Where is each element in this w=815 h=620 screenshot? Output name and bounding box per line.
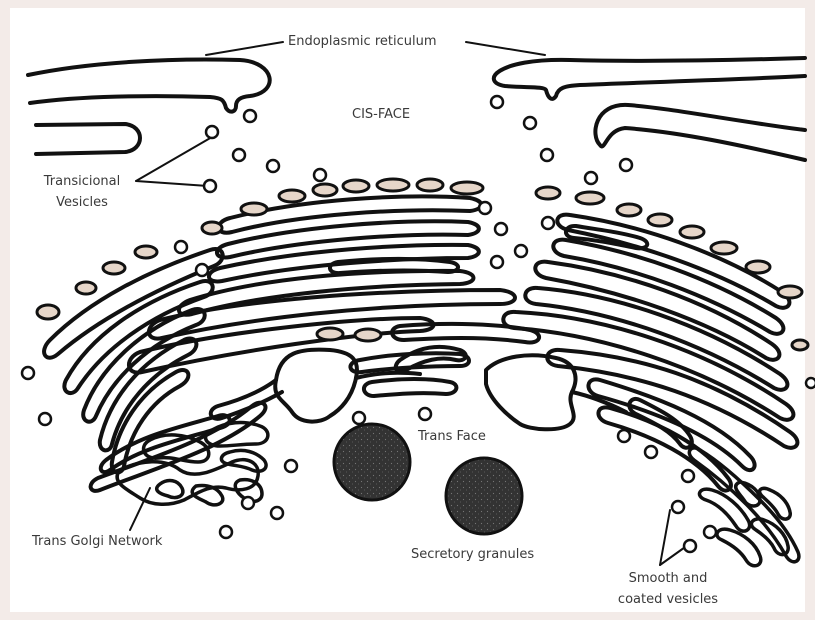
cis-vesicle bbox=[313, 184, 337, 196]
vesicle bbox=[271, 507, 283, 519]
label-trans-golgi-network: Trans Golgi Network bbox=[32, 533, 162, 551]
label-endoplasmic-reticulum: Endoplasmic reticulum bbox=[288, 33, 436, 51]
cis-vesicle bbox=[377, 179, 409, 191]
cis-vesicle bbox=[37, 305, 59, 319]
cis-vesicle bbox=[355, 329, 381, 341]
vesicle bbox=[314, 169, 326, 181]
secretory-granule bbox=[446, 458, 522, 534]
vesicle bbox=[806, 378, 815, 388]
label-smooth-line2: coated vesicles bbox=[600, 591, 736, 609]
cis-vesicle bbox=[76, 282, 96, 294]
vesicle bbox=[242, 497, 254, 509]
vesicle bbox=[682, 470, 694, 482]
vesicle bbox=[495, 223, 507, 235]
cis-vesicle bbox=[135, 246, 157, 258]
cis-vesicle bbox=[648, 214, 672, 226]
secretory-granule bbox=[334, 424, 410, 500]
vesicle bbox=[672, 501, 684, 513]
vesicle bbox=[220, 526, 232, 538]
vesicle bbox=[491, 256, 503, 268]
label-transicional-line1: Transicional bbox=[34, 173, 130, 191]
vesicle bbox=[267, 160, 279, 172]
label-cis-face: CIS-FACE bbox=[352, 106, 410, 124]
cis-vesicle bbox=[711, 242, 737, 254]
cis-vesicle bbox=[202, 222, 222, 234]
vesicle bbox=[22, 367, 34, 379]
cis-vesicle bbox=[576, 192, 604, 204]
cis-vesicle bbox=[792, 340, 808, 350]
cis-vesicle bbox=[778, 286, 802, 298]
vesicle bbox=[233, 149, 245, 161]
label-secretory-granules: Secretory granules bbox=[411, 546, 534, 564]
label-smooth-line1: Smooth and bbox=[600, 570, 736, 588]
cis-vesicle bbox=[103, 262, 125, 274]
cis-vesicle bbox=[317, 328, 343, 340]
vesicle bbox=[353, 412, 365, 424]
vesicle bbox=[419, 408, 431, 420]
vesicle bbox=[541, 149, 553, 161]
label-transicional-vesicles: Transicional Vesicles bbox=[34, 173, 130, 212]
cis-vesicle bbox=[279, 190, 305, 202]
vesicle bbox=[524, 117, 536, 129]
vesicle bbox=[620, 159, 632, 171]
label-transicional-line2: Vesicles bbox=[34, 194, 130, 212]
vesicle bbox=[175, 241, 187, 253]
cis-vesicle bbox=[241, 203, 267, 215]
label-smooth-coated-vesicles: Smooth and coated vesicles bbox=[600, 570, 736, 609]
vesicle bbox=[491, 96, 503, 108]
cis-vesicle bbox=[617, 204, 641, 216]
vesicle bbox=[704, 526, 716, 538]
vesicle bbox=[39, 413, 51, 425]
vesicle bbox=[542, 217, 554, 229]
cis-vesicle bbox=[680, 226, 704, 238]
vesicle bbox=[618, 430, 630, 442]
cis-vesicle bbox=[343, 180, 369, 192]
vesicle bbox=[684, 540, 696, 552]
vesicle bbox=[196, 264, 208, 276]
vesicle bbox=[206, 126, 218, 138]
vesicle bbox=[585, 172, 597, 184]
cis-vesicle bbox=[417, 179, 443, 191]
vesicle bbox=[515, 245, 527, 257]
cis-vesicle bbox=[536, 187, 560, 199]
diagram-panel bbox=[10, 8, 805, 612]
cis-vesicle bbox=[451, 182, 483, 194]
vesicle bbox=[479, 202, 491, 214]
cis-vesicle bbox=[746, 261, 770, 273]
label-trans-face: Trans Face bbox=[418, 428, 486, 446]
vesicle bbox=[204, 180, 216, 192]
vesicle bbox=[285, 460, 297, 472]
vesicle bbox=[645, 446, 657, 458]
vesicle bbox=[244, 110, 256, 122]
